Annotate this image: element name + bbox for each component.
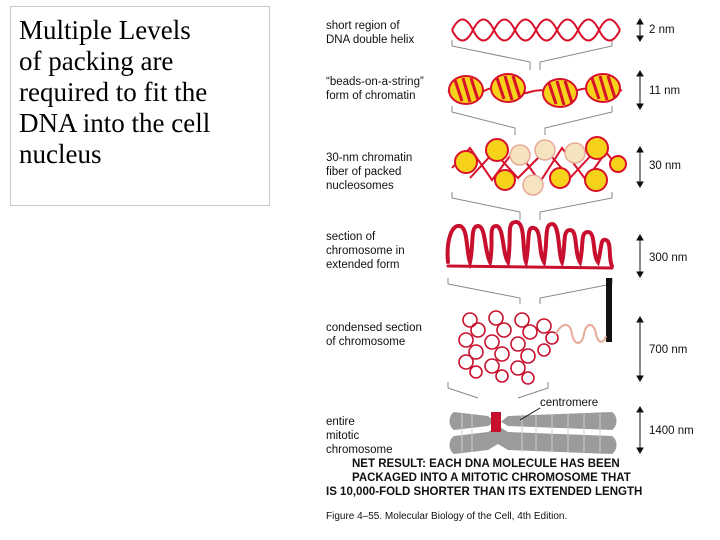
scale-bar-300nm: [636, 234, 644, 278]
front-nucleosome: [485, 138, 509, 162]
rosette-column: [536, 318, 559, 357]
centromere-label: centromere: [540, 397, 598, 409]
scale-label-11nm: 11 nm: [649, 85, 680, 97]
front-nucleosome: [494, 169, 516, 191]
nucleosome-bead: [585, 73, 621, 103]
nucleosome-bead: [542, 78, 578, 108]
title-line: required to fit the: [19, 77, 208, 107]
level-1-label-line: DNA double helix: [326, 34, 414, 46]
front-nucleosome: [549, 167, 571, 189]
scale-label-300nm: 300 nm: [649, 252, 687, 264]
title-box: Multiple Levels of packing are required …: [10, 6, 270, 206]
net-result-line: NET RESULT: EACH DNA MOLECULE HAS BEEN: [352, 458, 620, 470]
figure-caption: Figure 4–55. Molecular Biology of the Ce…: [326, 511, 567, 522]
front-nucleosome: [585, 136, 609, 160]
thirty-nm-fiber: [451, 136, 627, 196]
net-result-line: PACKAGED INTO A MITOTIC CHROMOSOME THAT: [352, 472, 631, 484]
rosette-column: [484, 310, 512, 383]
level-3-label-line: 30-nm chromatin: [326, 152, 412, 164]
rosette-column: [510, 312, 538, 385]
condensed-section: [458, 278, 612, 385]
front-nucleosome: [609, 155, 627, 173]
nucleosome-bead: [490, 73, 526, 103]
title-line: of packing are: [19, 46, 174, 76]
centromere-pointer: [519, 407, 541, 421]
scale-bar-700nm: [636, 316, 644, 382]
scale-label-1400nm: 1400 nm: [649, 425, 694, 437]
level-5-label-line: of chromosome: [326, 336, 405, 348]
scale-label-2nm: 2 nm: [649, 24, 675, 36]
scale-bar-2nm: [636, 18, 644, 42]
title-text: Multiple Levels of packing are required …: [19, 15, 264, 170]
level-4-label-line: chromosome in: [326, 245, 405, 257]
level-2-label-line: form of chromatin: [326, 90, 415, 102]
lower-chromatid: [449, 426, 617, 454]
back-nucleosome: [534, 139, 556, 161]
level-5-label-line: condensed section: [326, 322, 422, 334]
scale-marker-bar: [606, 278, 612, 342]
scale-bar-1400nm: [636, 406, 644, 454]
front-nucleosome: [584, 168, 608, 192]
scale-bar-30nm: [636, 146, 644, 188]
unwinding-tail: [555, 324, 607, 344]
front-nucleosome: [454, 150, 478, 174]
level-2-label-line: “beads-on-a-string”: [326, 76, 424, 88]
rosette-column: [458, 312, 486, 379]
scale-labels: 2 nm 11 nm 30 nm 300 nm 700 nm 1400 nm: [649, 24, 694, 437]
level-4-label-line: extended form: [326, 259, 400, 271]
nucleosome-bead: [448, 75, 484, 105]
scale-bars: [636, 18, 644, 454]
level-4-label-line: section of: [326, 231, 376, 243]
back-nucleosome: [509, 144, 531, 166]
extended-chromosome-loops: [445, 219, 614, 270]
centromere-marker: [491, 412, 501, 432]
title-line: Multiple Levels: [19, 15, 191, 45]
scale-bar-11nm: [636, 70, 644, 110]
level-1-label-line: short region of: [326, 20, 400, 32]
scale-label-30nm: 30 nm: [649, 160, 681, 172]
upper-chromatid: [449, 412, 617, 430]
level-labels: short region of DNA double helix “beads-…: [326, 20, 424, 456]
title-line: DNA into the cell: [19, 108, 211, 138]
level-3-label-line: fiber of packed: [326, 166, 401, 178]
dna-double-helix: [451, 18, 621, 42]
scale-label-700nm: 700 nm: [649, 344, 687, 356]
back-nucleosome: [564, 142, 586, 164]
beads-on-a-string: [447, 73, 623, 108]
level-6-label-line: entire: [326, 416, 355, 428]
net-result-line: IS 10,000-FOLD SHORTER THAN ITS EXTENDED…: [326, 486, 642, 498]
back-nucleosome: [522, 174, 544, 196]
level-6-label-line: chromosome: [326, 444, 392, 456]
mitotic-chromosome: [449, 407, 617, 454]
level-6-label-line: mitotic: [326, 430, 359, 442]
title-line: nucleus: [19, 139, 102, 169]
level-3-label-line: nucleosomes: [326, 180, 394, 192]
net-result: NET RESULT: EACH DNA MOLECULE HAS BEEN P…: [326, 458, 642, 498]
